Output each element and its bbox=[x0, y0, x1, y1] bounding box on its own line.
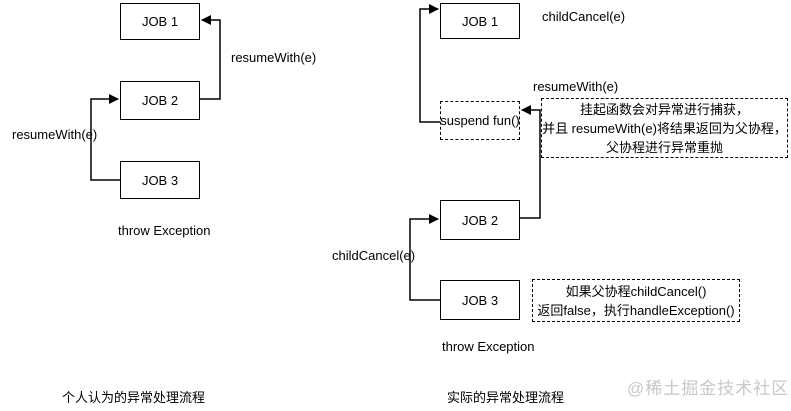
note-childcancel-false: 如果父协程childCancel() 返回false，执行handleExcep… bbox=[532, 279, 740, 322]
left-node-job2: JOB 2 bbox=[120, 81, 200, 120]
note-line: 如果父协程childCancel() bbox=[565, 283, 707, 299]
note-line: 返回false，执行handleException() bbox=[537, 302, 735, 318]
right-edge-label-resumewith: resumeWith(e) bbox=[533, 79, 619, 94]
right-edge-label-childcancel-left: childCancel(e) bbox=[332, 248, 416, 263]
left-diagram-caption: 个人认为的异常处理流程 bbox=[62, 390, 206, 405]
right-node-job3: JOB 3 bbox=[440, 280, 520, 320]
left-node-job3: JOB 3 bbox=[120, 161, 200, 199]
note-line: 挂起函数会对异常进行捕获， bbox=[579, 101, 749, 117]
right-edge-label-childcancel-top: childCancel(e) bbox=[542, 9, 626, 24]
note-suspend-catch-exception: 挂起函数会对异常进行捕获， 并且 resumeWith(e)将结果返回为父协程，… bbox=[541, 98, 788, 158]
right-node-job1: JOB 1 bbox=[440, 3, 520, 39]
left-node-job1: JOB 1 bbox=[120, 3, 200, 40]
left-label-throw-exception: throw Exception bbox=[118, 223, 211, 238]
left-edge-label-resumewith-top: resumeWith(e) bbox=[231, 50, 317, 65]
right-node-job2: JOB 2 bbox=[440, 200, 520, 240]
right-diagram-caption: 实际的异常处理流程 bbox=[447, 390, 565, 405]
watermark-juejin-community: @稀土掘金技术社区 bbox=[627, 379, 790, 398]
right-node-suspend-fun: suspend fun() bbox=[440, 101, 520, 140]
arrow-left-job2-to-job1 bbox=[200, 15, 221, 100]
arrow-right-job2-to-suspendfun bbox=[520, 105, 541, 219]
right-label-throw-exception: throw Exception bbox=[442, 339, 535, 354]
note-line: 父协程进行异常重抛 bbox=[605, 139, 723, 155]
left-edge-label-resumewith-left: resumeWith(e) bbox=[12, 127, 98, 142]
arrow-right-suspendfun-to-job1 bbox=[419, 4, 440, 123]
note-line: 并且 resumeWith(e)将结果返回为父协程， bbox=[542, 120, 787, 136]
